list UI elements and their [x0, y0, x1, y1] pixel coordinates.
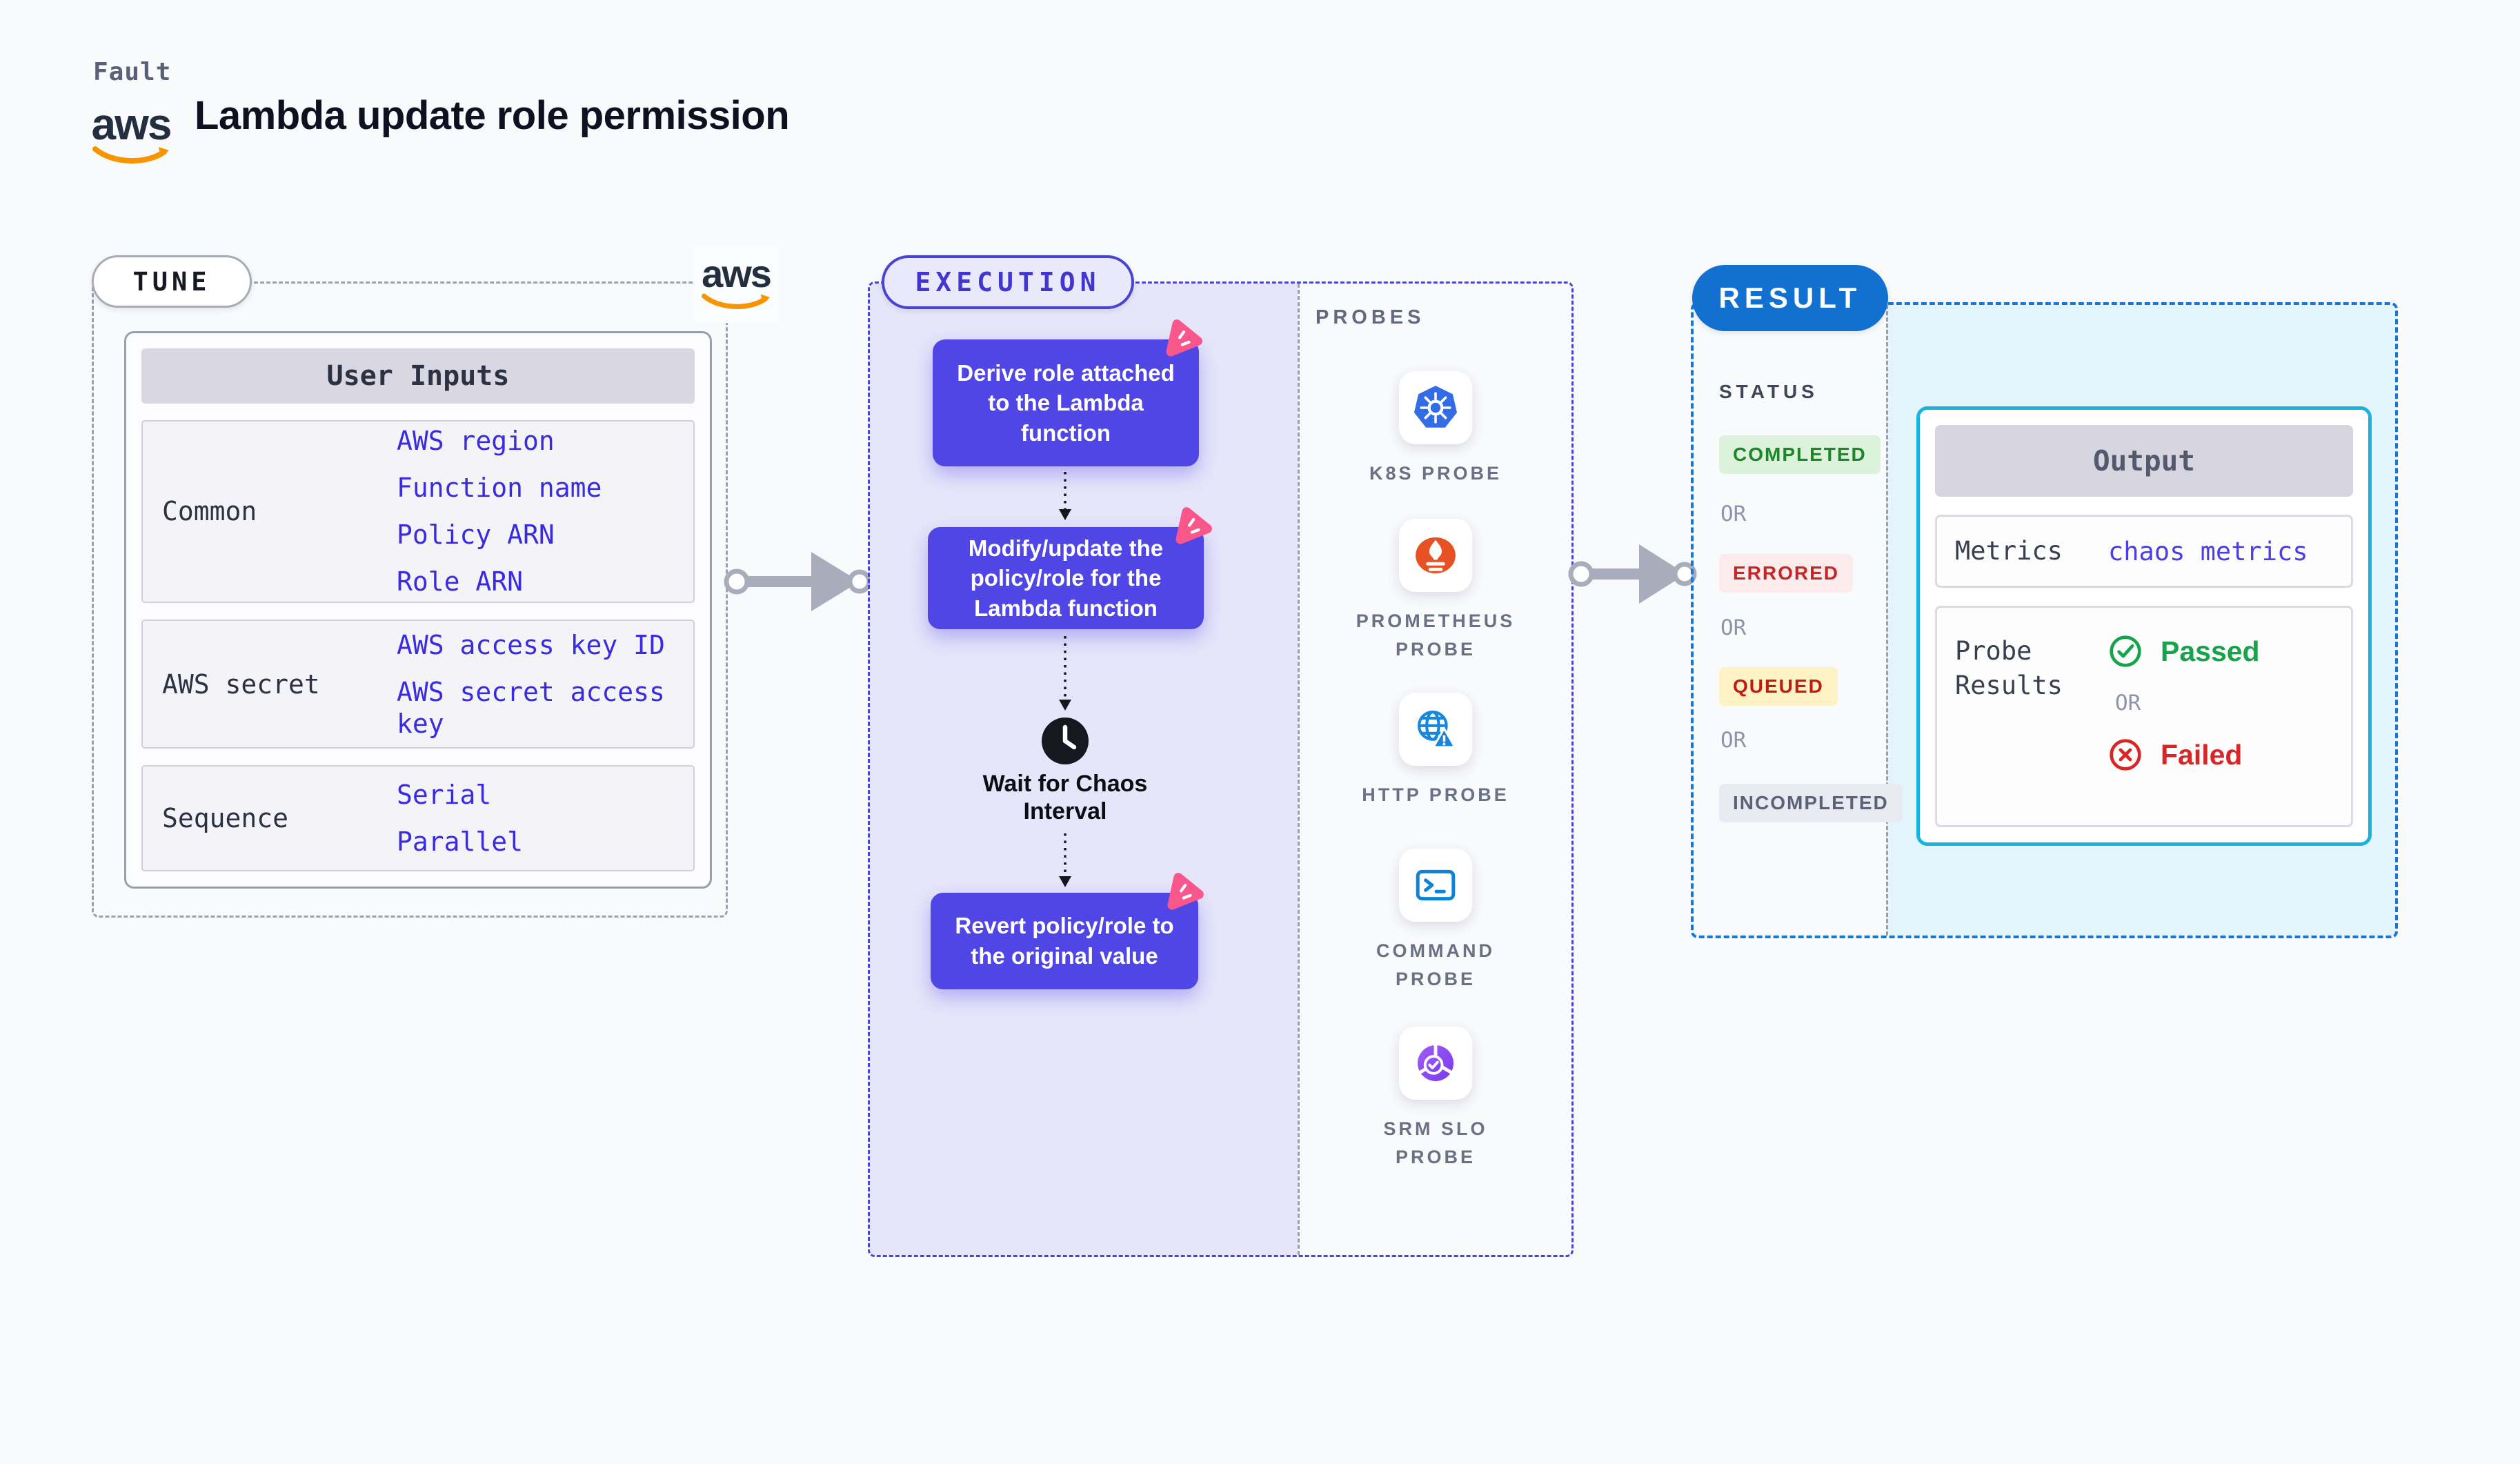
execution-pill: EXECUTION [882, 255, 1134, 309]
probe-item-command: COMMAND PROBE [1298, 849, 1574, 993]
execution-probes-divider [1298, 284, 1300, 1255]
row-label: Common [162, 496, 257, 527]
connector-arrow-tune-execution [724, 552, 872, 611]
status-badge-incompleted: INCOMPLETED [1719, 784, 1903, 822]
probe-result-passed: Passed [2108, 634, 2260, 669]
row-label: Sequence [162, 803, 289, 834]
user-inputs-title: User Inputs [141, 348, 695, 404]
result-status-divider [1886, 305, 1888, 936]
status-badge-errored: ERRORED [1719, 554, 1854, 593]
or-separator: OR [1720, 615, 1747, 640]
probe-label: PROMETHEUS PROBE [1356, 611, 1516, 660]
probe-item-prometheus: PROMETHEUS PROBE [1298, 519, 1574, 663]
status-heading: STATUS [1719, 381, 1818, 402]
input-link-parallel[interactable]: Parallel [397, 827, 524, 858]
chaos-fault-icon [1167, 873, 1204, 910]
or-separator: OR [2115, 691, 2141, 715]
step-node-revert-policy: Revert policy/role to the original value [931, 893, 1198, 989]
table-row-aws-secret: AWS secret AWS access key ID AWS secret … [141, 619, 695, 749]
chaos-metrics-link[interactable]: chaos metrics [2108, 536, 2308, 566]
kubernetes-icon [1413, 386, 1458, 428]
status-badge-completed: COMPLETED [1719, 435, 1881, 474]
failed-label: Failed [2161, 738, 2243, 771]
or-separator: OR [1720, 502, 1747, 526]
execution-section-box [868, 281, 1574, 1257]
wait-interval-label: Wait for Chaos Interval [982, 771, 1148, 825]
tune-section-box [92, 281, 728, 918]
probe-label: K8S PROBE [1369, 463, 1502, 484]
probe-item-http: HTTP PROBE [1298, 693, 1574, 809]
aws-logo: aws [90, 102, 172, 167]
aws-logo-word: aws [91, 99, 172, 149]
input-link-policy-arn[interactable]: Policy ARN [397, 520, 555, 551]
flow-arrow-icon [1059, 833, 1071, 887]
page-title: Lambda update role permission [195, 93, 790, 138]
row-label: AWS secret [162, 669, 320, 700]
prometheus-icon [1416, 537, 1456, 574]
check-circle-icon [2110, 635, 2141, 667]
status-badge-queued: QUEUED [1719, 667, 1838, 706]
http-globe-icon [1418, 710, 1457, 749]
probe-item-k8s: K8S PROBE [1298, 371, 1574, 488]
or-separator: OR [1720, 728, 1747, 753]
step-node-modify-policy: Modify/update the policy/role for the La… [928, 527, 1204, 629]
user-inputs-table: User Inputs Common AWS region Function n… [124, 331, 712, 889]
table-row-sequence: Sequence Serial Parallel [141, 765, 695, 871]
srm-slo-icon [1418, 1045, 1454, 1081]
connector-arrow-execution-result [1568, 544, 1697, 604]
probe-label: HTTP PROBE [1362, 784, 1509, 805]
passed-label: Passed [2161, 635, 2260, 667]
input-link-secret-access-key[interactable]: AWS secret access key [397, 676, 665, 739]
probe-results-label: Probe Results [1955, 636, 2063, 700]
probes-heading: PROBES [1316, 306, 1425, 328]
tune-pill: TUNE [92, 255, 252, 308]
flow-arrow-icon [1059, 636, 1071, 711]
output-title: Output [1935, 425, 2353, 497]
metrics-label: Metrics [1955, 536, 2063, 566]
probe-label: COMMAND PROBE [1376, 940, 1495, 989]
input-link-function-name[interactable]: Function name [397, 473, 602, 504]
output-row-metrics: Metrics chaos metrics [1935, 515, 2353, 588]
input-link-aws-region[interactable]: AWS region [397, 426, 555, 457]
input-link-role-arn[interactable]: Role ARN [397, 566, 524, 597]
chaos-fault-icon [1166, 319, 1202, 357]
probe-result-failed: Failed [2108, 738, 2260, 772]
aws-smile-icon [702, 293, 771, 309]
input-link-access-key-id[interactable]: AWS access key ID [397, 629, 665, 660]
table-row-common: Common AWS region Function name Policy A… [141, 419, 695, 603]
flow-arrow-icon [1059, 472, 1071, 520]
output-card: Output Metrics chaos metrics Probe Resul… [1916, 406, 2372, 846]
aws-logo-tune: aws [694, 244, 778, 323]
command-terminal-icon [1416, 869, 1456, 901]
fault-kicker: Fault [93, 58, 172, 86]
x-circle-icon [2110, 739, 2141, 771]
aws-smile-icon [92, 146, 169, 164]
result-pill: RESULT [1692, 265, 1888, 331]
probe-item-srm-slo: SRM SLO PROBE [1298, 1027, 1574, 1171]
output-row-probe-results: Probe Results Passed OR Failed [1935, 606, 2353, 827]
clock-icon [1042, 718, 1089, 764]
chaos-fault-icon [1175, 507, 1212, 544]
input-link-serial[interactable]: Serial [397, 780, 492, 811]
step-node-derive-role: Derive role attached to the Lambda funct… [933, 339, 1199, 466]
result-section-box [1691, 302, 2398, 938]
probe-label: SRM SLO PROBE [1383, 1118, 1488, 1167]
aws-logo-word: aws [702, 252, 772, 295]
